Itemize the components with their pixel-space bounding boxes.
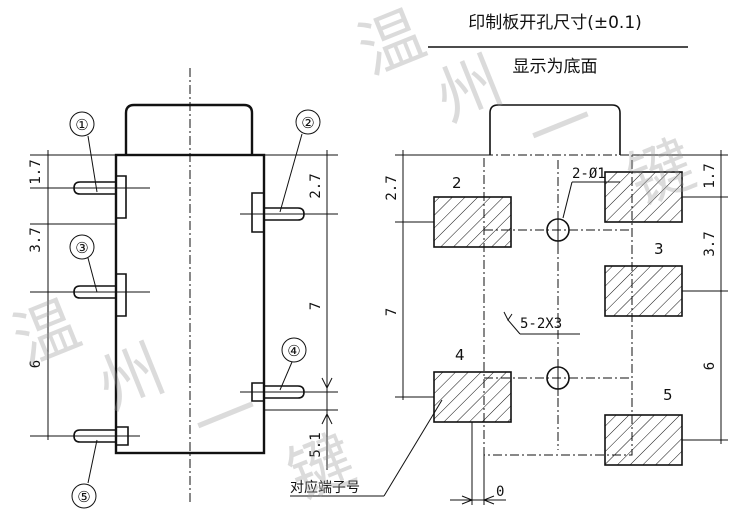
pad-2 bbox=[433, 196, 512, 248]
pin-1 bbox=[73, 175, 127, 219]
pad-label-2: 2 bbox=[452, 174, 462, 192]
pad-label-3: 3 bbox=[654, 240, 664, 258]
dim-r-0: 0 bbox=[496, 484, 504, 500]
dim-r-6: 6 bbox=[702, 362, 718, 370]
pin-3 bbox=[73, 273, 127, 317]
title-bottom: 显示为底面 bbox=[513, 57, 598, 77]
pin-label-1: ① bbox=[75, 116, 88, 134]
pad-4 bbox=[433, 371, 512, 423]
watermark-char: 温 bbox=[348, 0, 435, 90]
title-block: 印制板开孔尺寸(±0.1) 显示为底面 bbox=[428, 13, 688, 77]
dim-r-1-7: 1.7 bbox=[702, 163, 718, 188]
watermark-char: 温 bbox=[3, 287, 90, 380]
watermark-char: 州 bbox=[88, 332, 175, 425]
pin-marker-3 bbox=[69, 234, 95, 260]
dim-r-3-7: 3.7 bbox=[702, 231, 718, 256]
watermark: 温 州 一 键 温 州 一 键 bbox=[3, 0, 705, 515]
dim-3-7: 3.7 bbox=[28, 227, 44, 252]
right-view: 2 3 4 5 2-Ø1 5-2X3 对应端子号 bbox=[290, 104, 728, 505]
watermark-char: 一 bbox=[518, 82, 605, 175]
footprint-cap bbox=[489, 104, 621, 155]
switch-cap bbox=[124, 103, 254, 155]
slot-callout: 5-2X3 bbox=[520, 316, 562, 332]
left-view: ① ③ ⑤ ② ④ 1.7 3.7 6 2.7 7 5.1 bbox=[28, 68, 338, 509]
pad-5 bbox=[604, 414, 683, 466]
pin-marker-4 bbox=[281, 337, 307, 363]
watermark-char: 一 bbox=[183, 372, 270, 465]
dim-1-7: 1.7 bbox=[28, 159, 44, 184]
dim-6: 6 bbox=[28, 360, 44, 368]
dim-7: 7 bbox=[308, 302, 324, 310]
pin-label-5: ⑤ bbox=[77, 488, 90, 506]
dim-r-7: 7 bbox=[384, 308, 400, 316]
pad-label-5: 5 bbox=[663, 386, 673, 404]
pin-marker-2 bbox=[295, 109, 321, 135]
watermark-char: 州 bbox=[426, 44, 513, 137]
pin-label-4: ④ bbox=[287, 342, 300, 360]
pin-label-2: ② bbox=[301, 114, 314, 132]
pin-marker-1 bbox=[69, 111, 95, 137]
pad-label-4: 4 bbox=[455, 346, 465, 364]
dim-5-1: 5.1 bbox=[308, 432, 324, 457]
pin-label-3: ③ bbox=[75, 239, 88, 257]
dim-2-7: 2.7 bbox=[308, 173, 324, 198]
dim-r-2-7: 2.7 bbox=[384, 175, 400, 200]
watermark-char: 键 bbox=[278, 422, 365, 515]
hole-callout: 2-Ø1 bbox=[572, 166, 606, 182]
pad-3 bbox=[604, 265, 683, 317]
corresponding-pin-label: 对应端子号 bbox=[290, 479, 360, 496]
pin-2 bbox=[251, 192, 305, 233]
title-top: 印制板开孔尺寸(±0.1) bbox=[468, 13, 642, 33]
pin-marker-5 bbox=[71, 483, 97, 509]
